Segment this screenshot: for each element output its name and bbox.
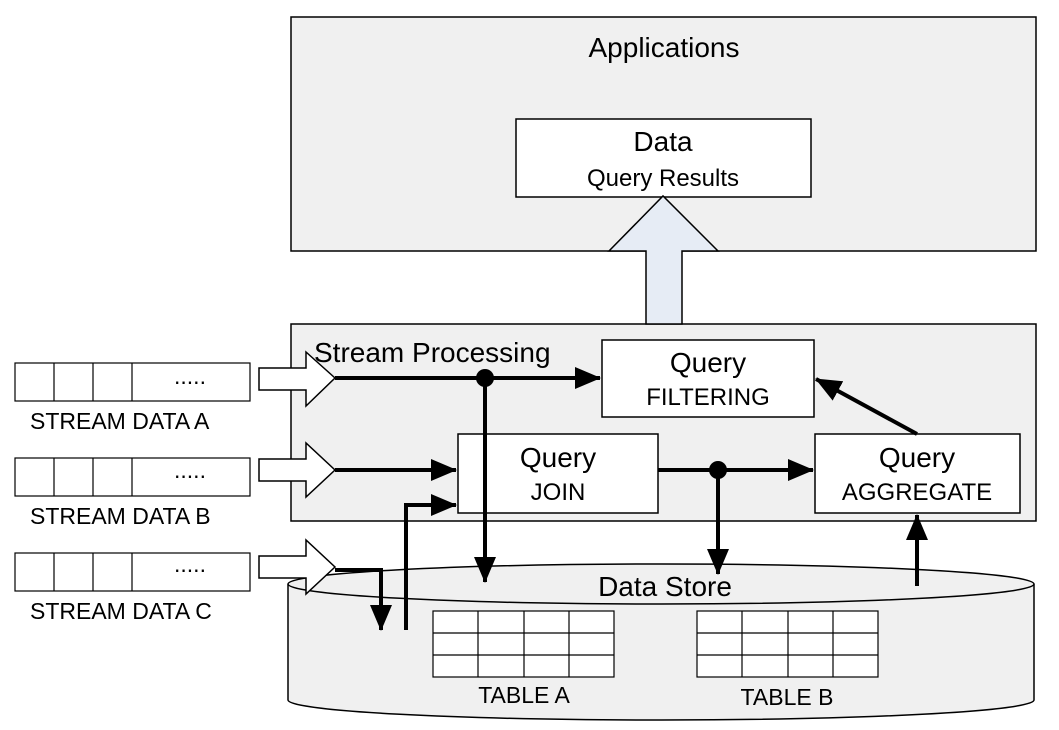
stream-b-input-arrow xyxy=(258,441,337,499)
stream-c-label: STREAM DATA C xyxy=(30,598,212,624)
data-store-title: Data Store xyxy=(598,571,732,602)
data-store-cylinder: Data Store xyxy=(287,563,1035,721)
stream-a-input-arrow xyxy=(258,350,337,408)
query-join-title: Query xyxy=(520,442,596,473)
stream-b-ellipsis: ..... xyxy=(174,457,206,483)
query-join-box: Query JOIN xyxy=(457,433,659,514)
table-a-label: TABLE A xyxy=(478,682,570,708)
query-results-box: Data Query Results xyxy=(515,118,812,198)
stream-b-label: STREAM DATA B xyxy=(30,503,211,529)
arrow-aggregate-to-filtering xyxy=(815,377,918,436)
query-filtering-box: Query FILTERING xyxy=(601,339,815,418)
stream-c-input-arrow xyxy=(258,538,337,596)
table-b-grid xyxy=(696,610,879,678)
query-filtering-title: Query xyxy=(670,347,746,378)
results-up-arrow xyxy=(607,194,720,325)
table-b-label: TABLE B xyxy=(741,684,834,710)
flow-arrows xyxy=(335,367,928,631)
stream-a-ellipsis: ..... xyxy=(174,363,206,389)
arrow-stream-c-to-data-store xyxy=(335,568,392,631)
stream-c-buffer: ..... xyxy=(14,551,251,592)
junction-dot-stream-a xyxy=(476,369,494,387)
query-join-subtitle: JOIN xyxy=(531,479,586,506)
query-filtering-subtitle: FILTERING xyxy=(646,384,770,411)
stream-a-buffer: ..... xyxy=(14,362,251,402)
table-a-grid xyxy=(432,610,615,678)
query-results-subtitle: Query Results xyxy=(587,165,739,192)
junction-dot-join-output xyxy=(709,461,727,479)
stream-processing-title: Stream Processing xyxy=(314,337,551,368)
query-aggregate-subtitle: AGGREGATE xyxy=(842,479,992,506)
query-aggregate-box: Query AGGREGATE xyxy=(814,433,1021,514)
stream-a-label: STREAM DATA A xyxy=(30,408,210,434)
applications-title: Applications xyxy=(589,32,740,63)
query-aggregate-title: Query xyxy=(879,442,955,473)
stream-c-ellipsis: ..... xyxy=(174,551,206,577)
stream-b-buffer: ..... xyxy=(14,457,251,497)
arrow-data-store-to-join xyxy=(404,494,457,630)
query-results-title: Data xyxy=(633,126,693,157)
